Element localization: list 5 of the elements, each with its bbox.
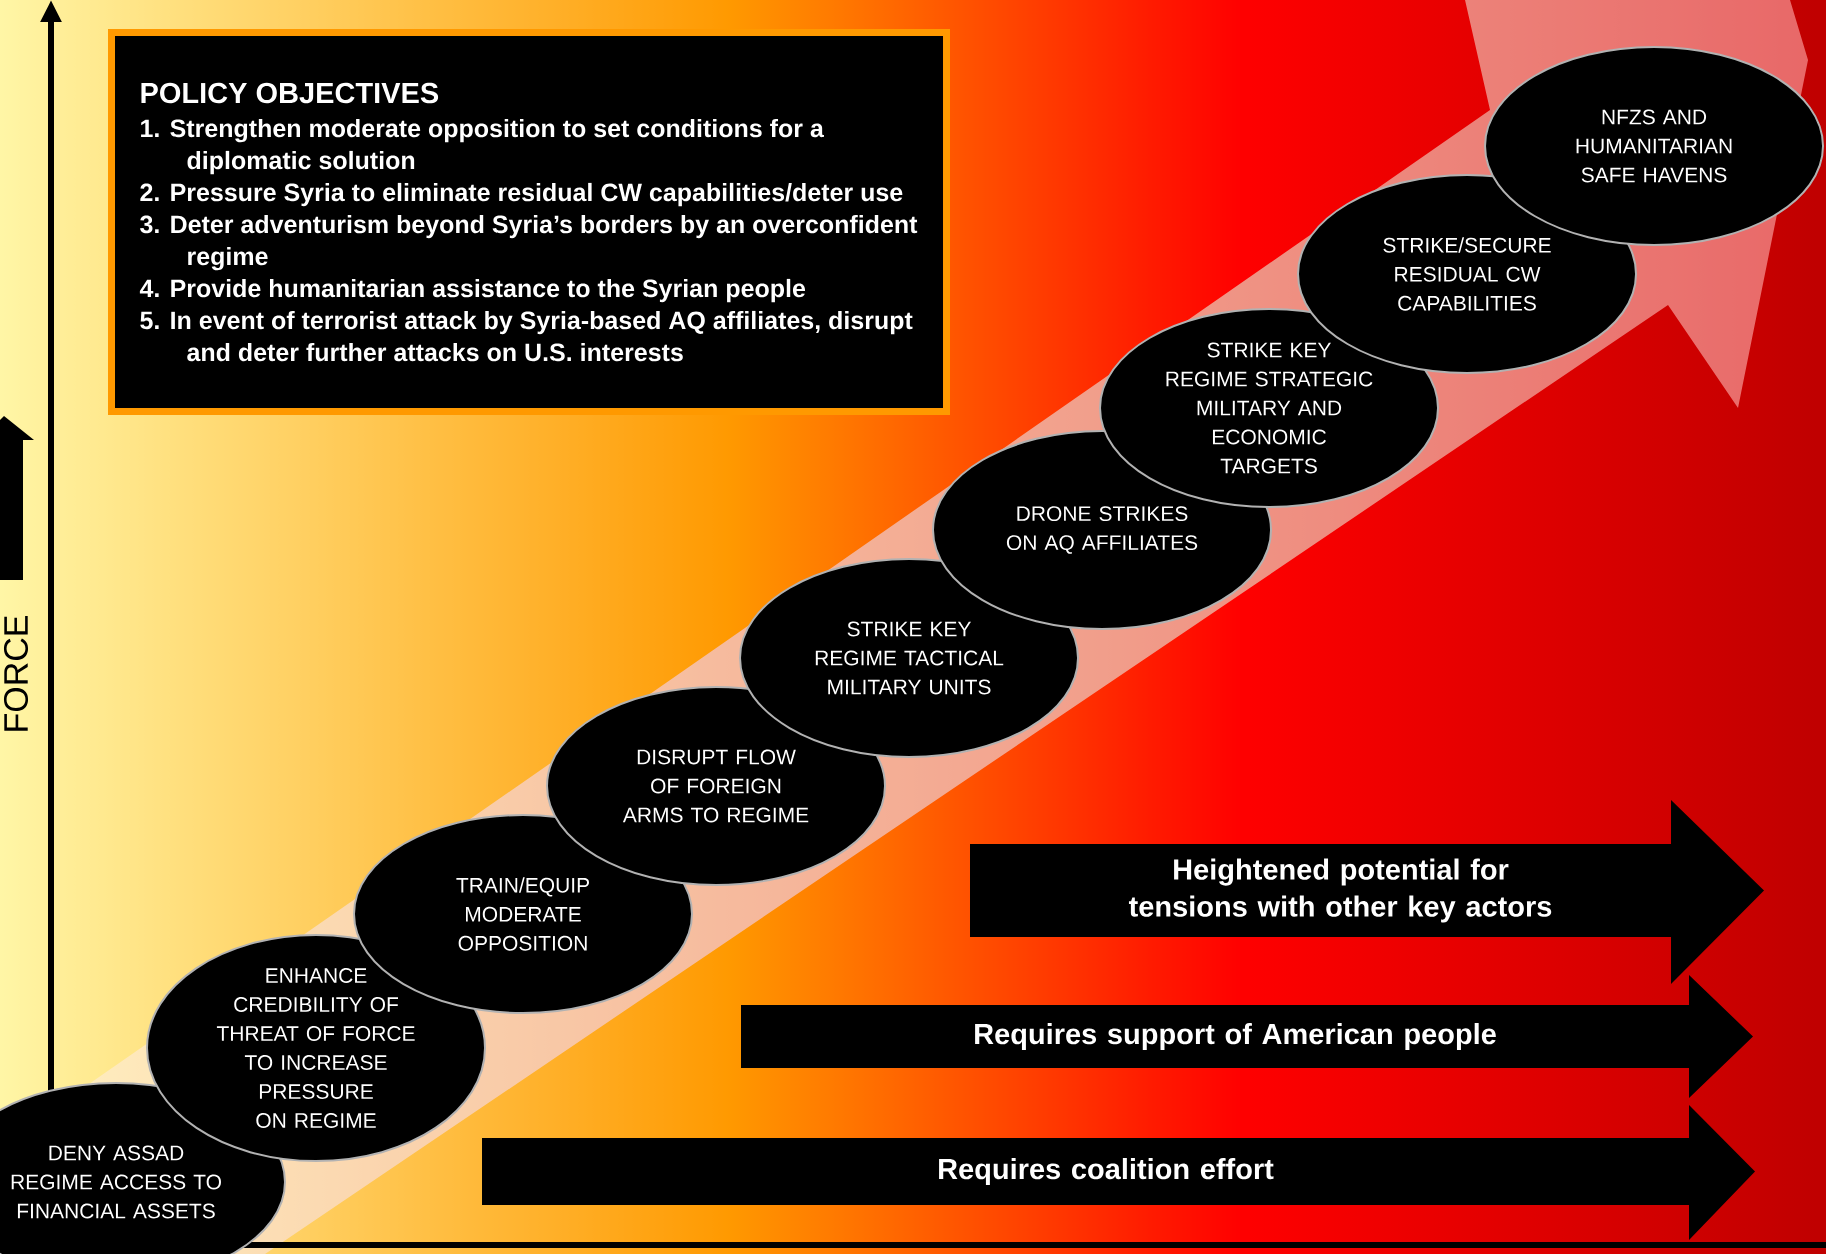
axis-label: FORCE (3, 615, 29, 731)
objectives-panel: POLICY OBJECTIVES 1. Strengthen moderate opposition to set conditions for a diplomatic solution 2. Pressure Syria to eliminate residual CW capabilities/deter use 3. Deter adventurism beyond Syria’s borders by an overconfident regime 4. Provide humanitarian assistance to the Syrian people 5. In event of terrorist attack by Syria-based AQ affiliates, disrupt and deter further attacks on U.S. interests (108, 29, 950, 415)
message-banner: Heightened potential for tensions with other key actors (970, 800, 1764, 984)
message-banner: Requires coalition effort (482, 1105, 1755, 1240)
message-banner: Requires support of American people (741, 975, 1753, 1098)
